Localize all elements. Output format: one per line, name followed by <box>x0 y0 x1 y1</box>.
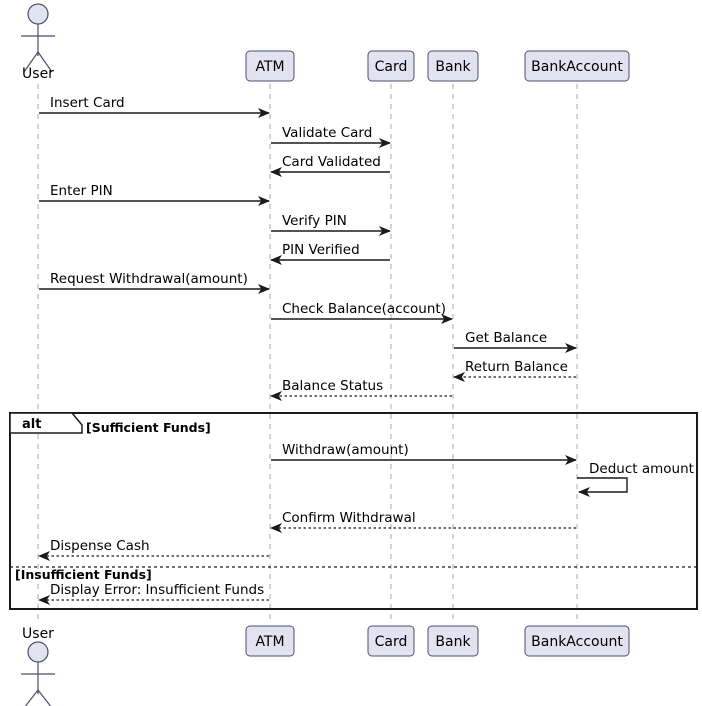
participant-bankaccount[interactable]: BankAccount <box>524 625 630 657</box>
message-label: Withdraw(amount) <box>282 442 409 458</box>
message-6: Request Withdrawal(amount) <box>39 271 270 294</box>
message-label: Request Withdrawal(amount) <box>50 271 248 287</box>
participant-card[interactable]: Card <box>367 625 415 657</box>
alt-operator-label: alt <box>22 417 41 432</box>
participant-box <box>367 50 415 82</box>
alt-fragment-tab <box>9 412 83 434</box>
participant-label: ATM <box>255 634 284 650</box>
message-label: Return Balance <box>465 359 568 375</box>
participant-box <box>427 50 479 82</box>
message-14: Dispense Cash <box>38 538 269 561</box>
message-label: Dispense Cash <box>50 538 150 554</box>
actor-leg-right-bottom <box>37 689 52 706</box>
message-label: Display Error: Insufficient Funds <box>50 582 264 598</box>
message-label: Validate Card <box>282 125 372 141</box>
message-label: Confirm Withdrawal <box>282 510 416 526</box>
message-label: Card Validated <box>282 154 381 170</box>
message-label: Balance Status <box>282 378 383 394</box>
participants-group: UserUserATMATMCardCardBankBankBankAccoun… <box>21 3 630 706</box>
participant-label: Card <box>375 634 408 650</box>
alt-condition-label-0: [Sufficient Funds] <box>86 420 211 435</box>
actor-head-icon-bottom <box>27 641 49 663</box>
message-label: PIN Verified <box>282 242 360 258</box>
actor-user[interactable]: User <box>21 3 55 82</box>
message-8: Get Balance <box>454 330 577 353</box>
self-message-line <box>577 477 628 497</box>
participant-atm[interactable]: ATM <box>245 625 295 657</box>
participant-box <box>524 50 630 82</box>
actor-head-icon <box>27 3 49 25</box>
participant-atm[interactable]: ATM <box>245 50 295 82</box>
participant-bankaccount[interactable]: BankAccount <box>524 50 630 82</box>
message-2: Card Validated <box>270 154 390 177</box>
actor-leg-left <box>23 51 39 73</box>
participant-box <box>524 625 630 657</box>
message-3: Enter PIN <box>39 183 270 206</box>
message-12: Deduct amount <box>577 461 694 497</box>
message-10: Balance Status <box>270 378 452 401</box>
participant-box <box>427 625 479 657</box>
message-13: Confirm Withdrawal <box>270 510 576 533</box>
message-0: Insert Card <box>39 95 270 118</box>
message-label: Deduct amount <box>589 461 694 477</box>
message-label: Insert Card <box>50 95 125 111</box>
actor-label-bottom: User <box>22 626 54 642</box>
message-4: Verify PIN <box>271 213 391 236</box>
participant-label: Bank <box>435 59 471 75</box>
message-1: Validate Card <box>271 125 391 148</box>
actor-user-bottom[interactable]: User <box>21 626 55 706</box>
actor-leg-right <box>37 51 53 73</box>
alt-condition-label-1: [Insufficient Funds] <box>15 567 152 582</box>
message-label: Verify PIN <box>282 213 347 229</box>
participant-card[interactable]: Card <box>367 50 415 82</box>
message-15: Display Error: Insufficient Funds <box>38 582 269 605</box>
alt-fragment-box <box>9 412 698 610</box>
alt-fragment: alt [Sufficient Funds] [Insufficient Funds… <box>9 412 698 610</box>
message-9: Return Balance <box>453 359 576 382</box>
message-label: Get Balance <box>465 330 547 346</box>
participant-bank[interactable]: Bank <box>427 625 479 657</box>
participant-box <box>245 625 295 657</box>
participant-label: Bank <box>435 634 471 650</box>
message-label: Check Balance(account) <box>282 301 446 317</box>
participant-box <box>245 50 295 82</box>
participant-label: Card <box>375 59 408 75</box>
actor-leg-left-bottom <box>24 689 39 706</box>
message-11: Withdraw(amount) <box>271 442 577 465</box>
message-7: Check Balance(account) <box>271 301 453 324</box>
participant-box <box>367 625 415 657</box>
message-5: PIN Verified <box>270 242 390 265</box>
participant-label: BankAccount <box>531 59 623 75</box>
actor-label: User <box>22 66 54 82</box>
participant-label: BankAccount <box>531 634 623 650</box>
participant-label: ATM <box>255 59 284 75</box>
participant-bank[interactable]: Bank <box>427 50 479 82</box>
message-label: Enter PIN <box>50 183 113 199</box>
